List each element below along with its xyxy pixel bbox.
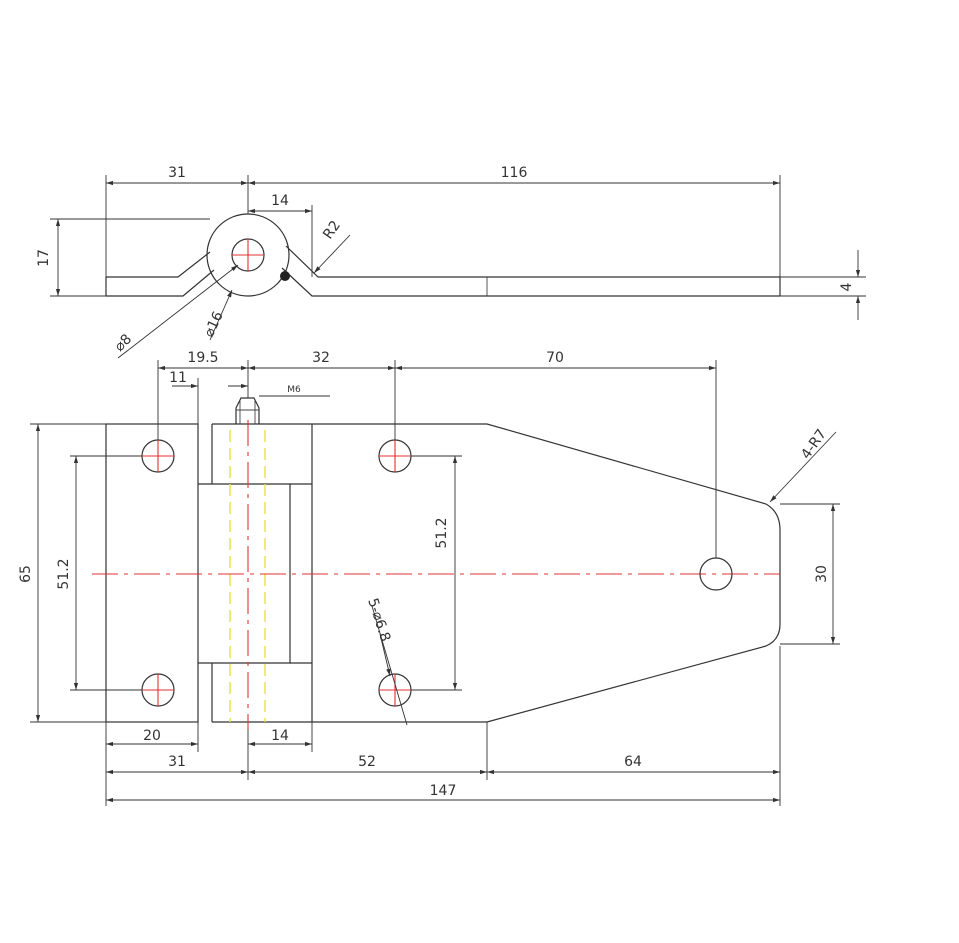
- side-right-leaf: [281, 245, 780, 297]
- dim-11: 11: [169, 370, 187, 386]
- side-left-leaf: [106, 251, 215, 297]
- dim-32: 32: [312, 350, 330, 366]
- dim-top-116: 116: [501, 165, 528, 181]
- dim-bottom-52: 52: [358, 754, 376, 770]
- dim-dia-8: ⌀8: [112, 331, 136, 355]
- dim-30: 30: [814, 565, 830, 583]
- dim-20: 20: [143, 728, 161, 744]
- label-m6: M6: [287, 385, 301, 395]
- dim-bottom-64: 64: [624, 754, 642, 770]
- dim-14-bottom: 14: [271, 728, 289, 744]
- dim-right-51-2: 51.2: [434, 517, 450, 548]
- dim-left-51-2: 51.2: [56, 558, 72, 589]
- dim-70: 70: [546, 350, 564, 366]
- dim-top-31: 31: [168, 165, 186, 181]
- dim-bottom-147: 147: [430, 783, 457, 799]
- dim-dia-16: ⌀16: [201, 309, 227, 340]
- label-holes-5-dia-6-8: 5-⌀6.8: [364, 596, 393, 643]
- label-4-r7: 4-R7: [798, 426, 830, 462]
- dim-top-14: 14: [271, 193, 289, 209]
- dim-17: 17: [36, 249, 52, 267]
- top-knuckle: [198, 424, 291, 722]
- dim-4: 4: [839, 282, 855, 291]
- top-view: 19.5 32 70 11 M6 4-R7 65 51.2 51.2 30: [18, 350, 840, 806]
- dim-19-5: 19.5: [187, 350, 218, 366]
- grease-nipple: [235, 397, 260, 424]
- top-left-leaf: [105, 423, 199, 723]
- side-view: 31 116 14 R2 17 4 ⌀8 ⌀16: [36, 165, 866, 359]
- label-r2: R2: [320, 218, 344, 242]
- dim-65: 65: [18, 565, 34, 583]
- dim-bottom-31: 31: [168, 754, 186, 770]
- top-right-leaf: [212, 423, 781, 723]
